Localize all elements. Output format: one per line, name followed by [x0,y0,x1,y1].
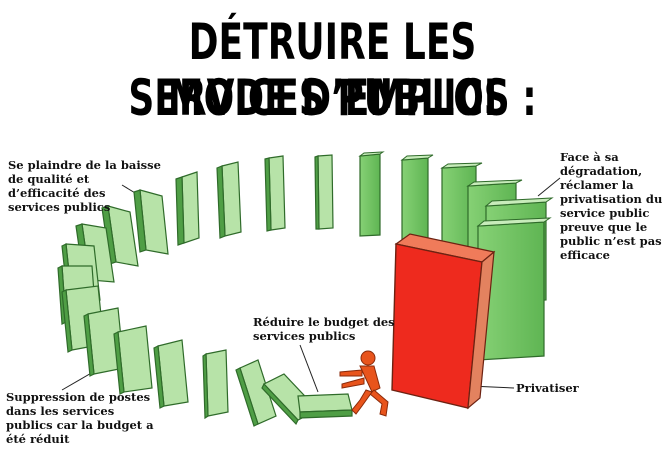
title-line-2: MODE D’EMPLOI [167,69,498,127]
annotation-complain: Se plaindre de la baisse de qualité et d… [8,158,161,214]
domino [133,189,169,255]
domino [83,307,125,377]
annotation-staff: Suppression de postes dans les services … [6,390,154,446]
domino [314,154,334,230]
domino [153,339,189,409]
domino [101,205,139,267]
domino [235,359,277,427]
pushing-person [339,350,389,417]
leader-line-budget [299,344,319,393]
big-red-domino [391,233,496,410]
leader-line-privatize-demand [537,177,561,197]
annotation-privatise: Privatiser [516,381,579,395]
domino [202,349,229,420]
domino [358,151,385,237]
domino [297,393,353,419]
domino [216,161,242,239]
domino [400,154,434,247]
domino [113,325,153,395]
falling-dominoes [235,359,353,427]
annotation-budget: Réduire le budget des services publics [253,315,395,343]
standing-dominoes [57,151,554,420]
domino [175,171,200,246]
title-line-1: DÉTRUIRE LES SERVICES PUBLICS : [128,13,537,127]
domino [264,155,286,232]
annotation-privatize-demand: Face à sa dégradation, réclamer la priva… [560,150,663,262]
domino [476,217,552,361]
